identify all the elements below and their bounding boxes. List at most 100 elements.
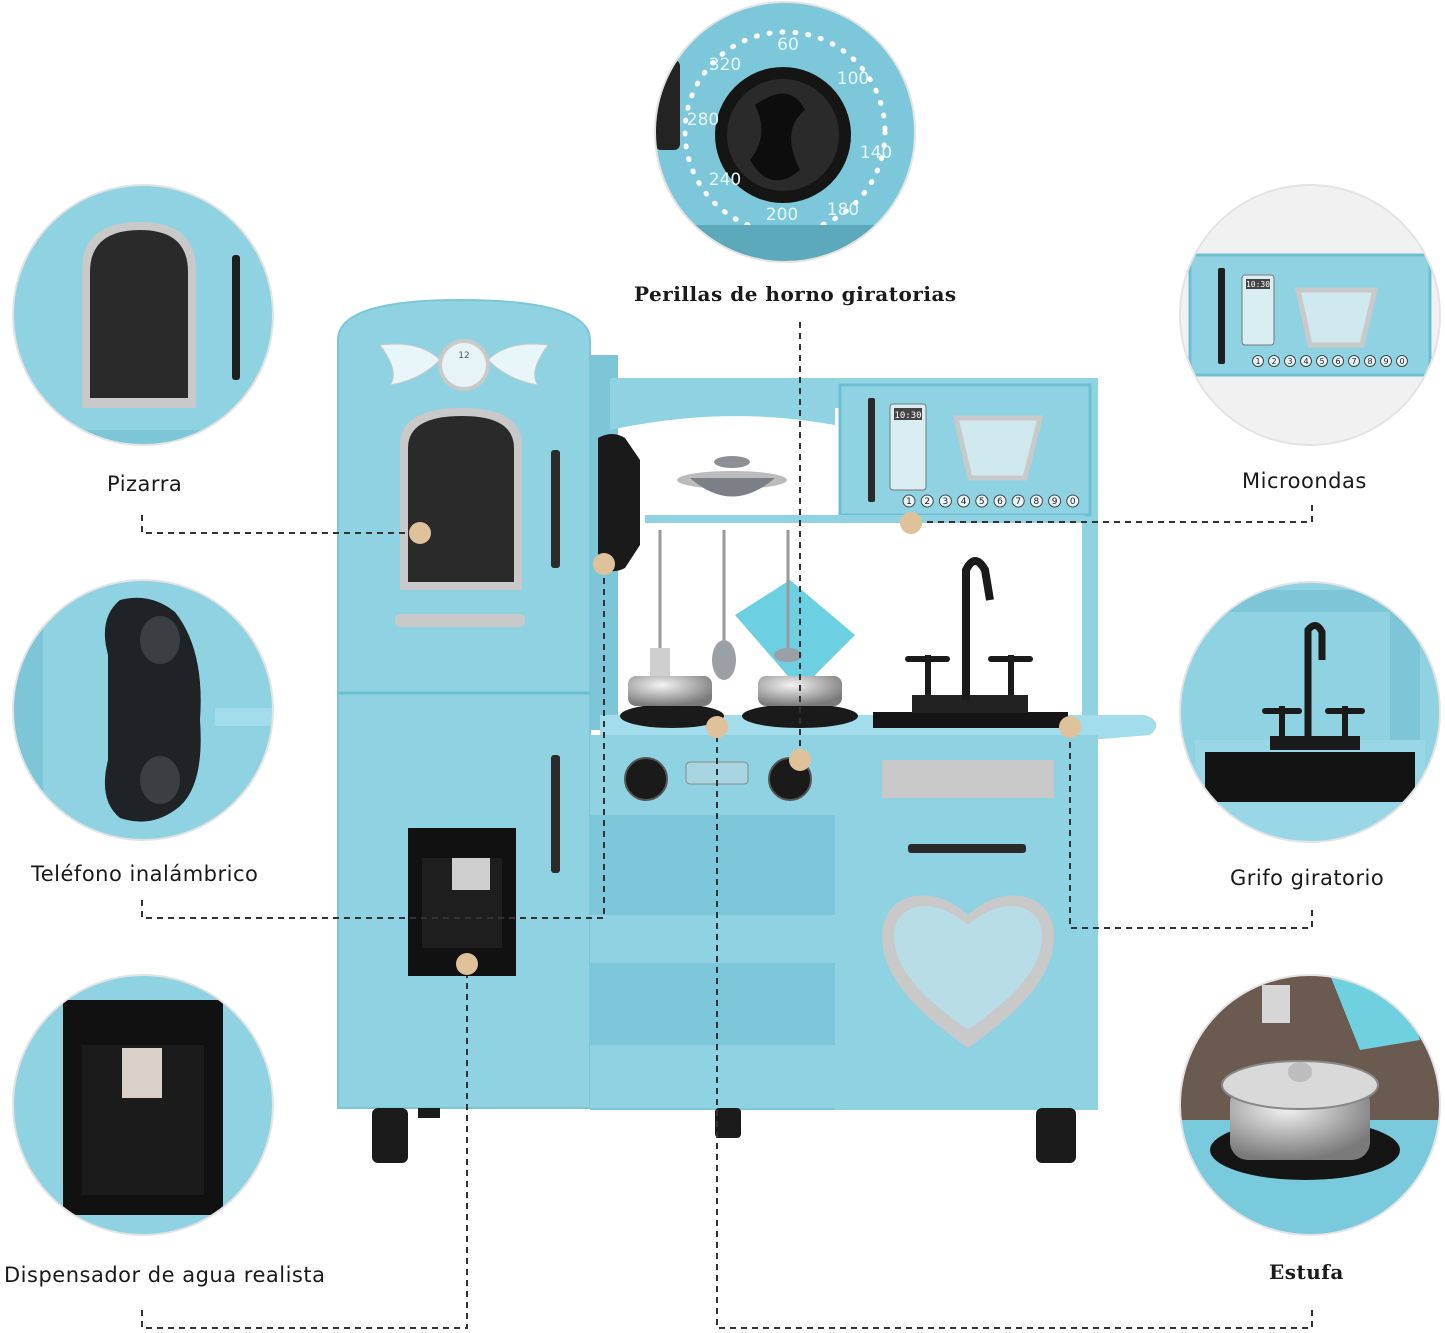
sink	[873, 712, 1068, 728]
detail-circle-estufa[interactable]	[1180, 975, 1445, 1235]
detail-circle-pizarra[interactable]	[13, 185, 273, 450]
microwave-number-button[interactable]	[1348, 355, 1360, 367]
burner-right	[742, 704, 858, 728]
microwave-number-label: 9	[1052, 497, 1058, 507]
phone-handset-icon	[104, 597, 201, 822]
microwave-number-label: 8	[1034, 497, 1040, 507]
leader-telefono	[141, 575, 605, 919]
fridge-wing-logo: 12	[379, 339, 549, 391]
cabinet-foot-right	[1036, 1108, 1076, 1163]
microwave-number-button[interactable]	[957, 494, 971, 508]
callout-grifo: Grifo giratorio	[1230, 866, 1385, 890]
circle-outline	[1179, 184, 1441, 446]
microwave-number-button[interactable]	[1364, 355, 1376, 367]
knob-scale-label: 200	[766, 205, 798, 225]
circle-outline	[12, 579, 274, 841]
microwave-number-button[interactable]	[1284, 355, 1296, 367]
leader-lines	[141, 322, 1313, 1329]
microwave-number-button[interactable]	[1268, 355, 1280, 367]
knob-scale-label: 320	[709, 55, 741, 75]
microwave-number-button[interactable]	[1048, 494, 1062, 508]
microwave-number-button[interactable]	[1300, 355, 1312, 367]
leader-microondas	[922, 505, 1313, 523]
marker-grifo	[1059, 716, 1081, 738]
knob-scale-label: 140	[860, 143, 892, 163]
detail-circle-telefono[interactable]	[13, 580, 275, 840]
microwave-number-button[interactable]	[1011, 494, 1025, 508]
microwave-number-button[interactable]	[1332, 355, 1344, 367]
microwave-number-label: 6	[997, 497, 1003, 507]
microwave-window	[952, 415, 1044, 481]
marker-dispensador	[456, 953, 478, 975]
fridge-clock-icon	[438, 339, 490, 391]
marker-telefono	[593, 553, 615, 575]
microwave-number-label: 5	[979, 497, 985, 507]
microwave-number-button[interactable]	[1316, 355, 1328, 367]
faucet-detail-icon	[1304, 622, 1326, 740]
dispenser-lever-detail	[122, 1048, 162, 1098]
microwave-number-label: 4	[961, 497, 967, 507]
colander-bowl	[690, 478, 775, 497]
shelf-board-upper	[590, 915, 835, 963]
microwave-number-label: 7	[1015, 497, 1021, 507]
callout-microondas: Microondas	[1242, 469, 1367, 493]
detail-circle-dispensador[interactable]	[13, 975, 273, 1235]
microwave-number-button[interactable]	[902, 494, 916, 508]
microwave-number-label: 3	[1287, 357, 1292, 366]
oven-knob-left-icon[interactable]	[624, 757, 668, 801]
microwave-number-button[interactable]	[993, 494, 1007, 508]
fridge-foot-left	[372, 1108, 408, 1163]
marker-perillas	[789, 749, 811, 771]
microwave-number-button[interactable]	[920, 494, 934, 508]
microwave-number-label: 0	[1399, 357, 1404, 366]
leader-dispensador	[141, 976, 468, 1329]
chalkboard-detail	[90, 230, 188, 398]
microwave-number-button[interactable]	[1029, 494, 1043, 508]
microwave-number-label: 7	[1351, 357, 1356, 366]
marker-estufa	[706, 716, 728, 738]
microwave-number-label: 4	[1303, 357, 1308, 366]
sink-handles	[905, 655, 1033, 695]
pot-left	[628, 676, 712, 706]
feature-markers	[409, 512, 1081, 975]
shelf-board-lower	[590, 1045, 835, 1108]
arch-shelf	[610, 408, 835, 430]
fridge-clock-number: 12	[458, 351, 469, 361]
hanging-utensils	[650, 530, 855, 690]
microwave-number-button[interactable]	[1252, 355, 1264, 367]
microwave-number-button[interactable]	[1396, 355, 1408, 367]
wall-phone	[598, 434, 640, 572]
dispenser-lever	[452, 858, 490, 890]
microwave-number-label: 1	[1255, 357, 1260, 366]
marker-microondas	[900, 512, 922, 534]
circle-outline	[654, 1, 916, 263]
circle-outline	[12, 974, 274, 1236]
faucet-base	[912, 695, 1028, 713]
microwave-number-label: 8	[1367, 357, 1372, 366]
circle-outline	[1179, 581, 1441, 843]
oven-mitt-icon	[735, 580, 855, 690]
microwave-number-button[interactable]	[1066, 494, 1080, 508]
leader-grifo	[1069, 738, 1313, 929]
microwave-number-button[interactable]	[1380, 355, 1392, 367]
microwave-number-button[interactable]	[938, 494, 952, 508]
hanging-shelf	[645, 515, 1085, 523]
microwave-detail-window	[1294, 287, 1379, 348]
microwave-number-button[interactable]	[975, 494, 989, 508]
spatula-icon	[650, 648, 670, 676]
circle-outline	[12, 184, 274, 446]
callout-telefono: Teléfono inalámbrico	[31, 862, 259, 886]
fridge-foot-small	[418, 1108, 440, 1118]
knob-scale-label: 180	[827, 200, 859, 220]
callout-perillas: Perillas de horno giratorias	[634, 282, 957, 306]
fridge-top-handle	[395, 614, 525, 627]
ladle-icon	[774, 648, 802, 662]
marker-pizarra	[409, 522, 431, 544]
fridge-upper-handle	[551, 450, 560, 568]
microwave-clock: 10:30	[894, 411, 921, 421]
